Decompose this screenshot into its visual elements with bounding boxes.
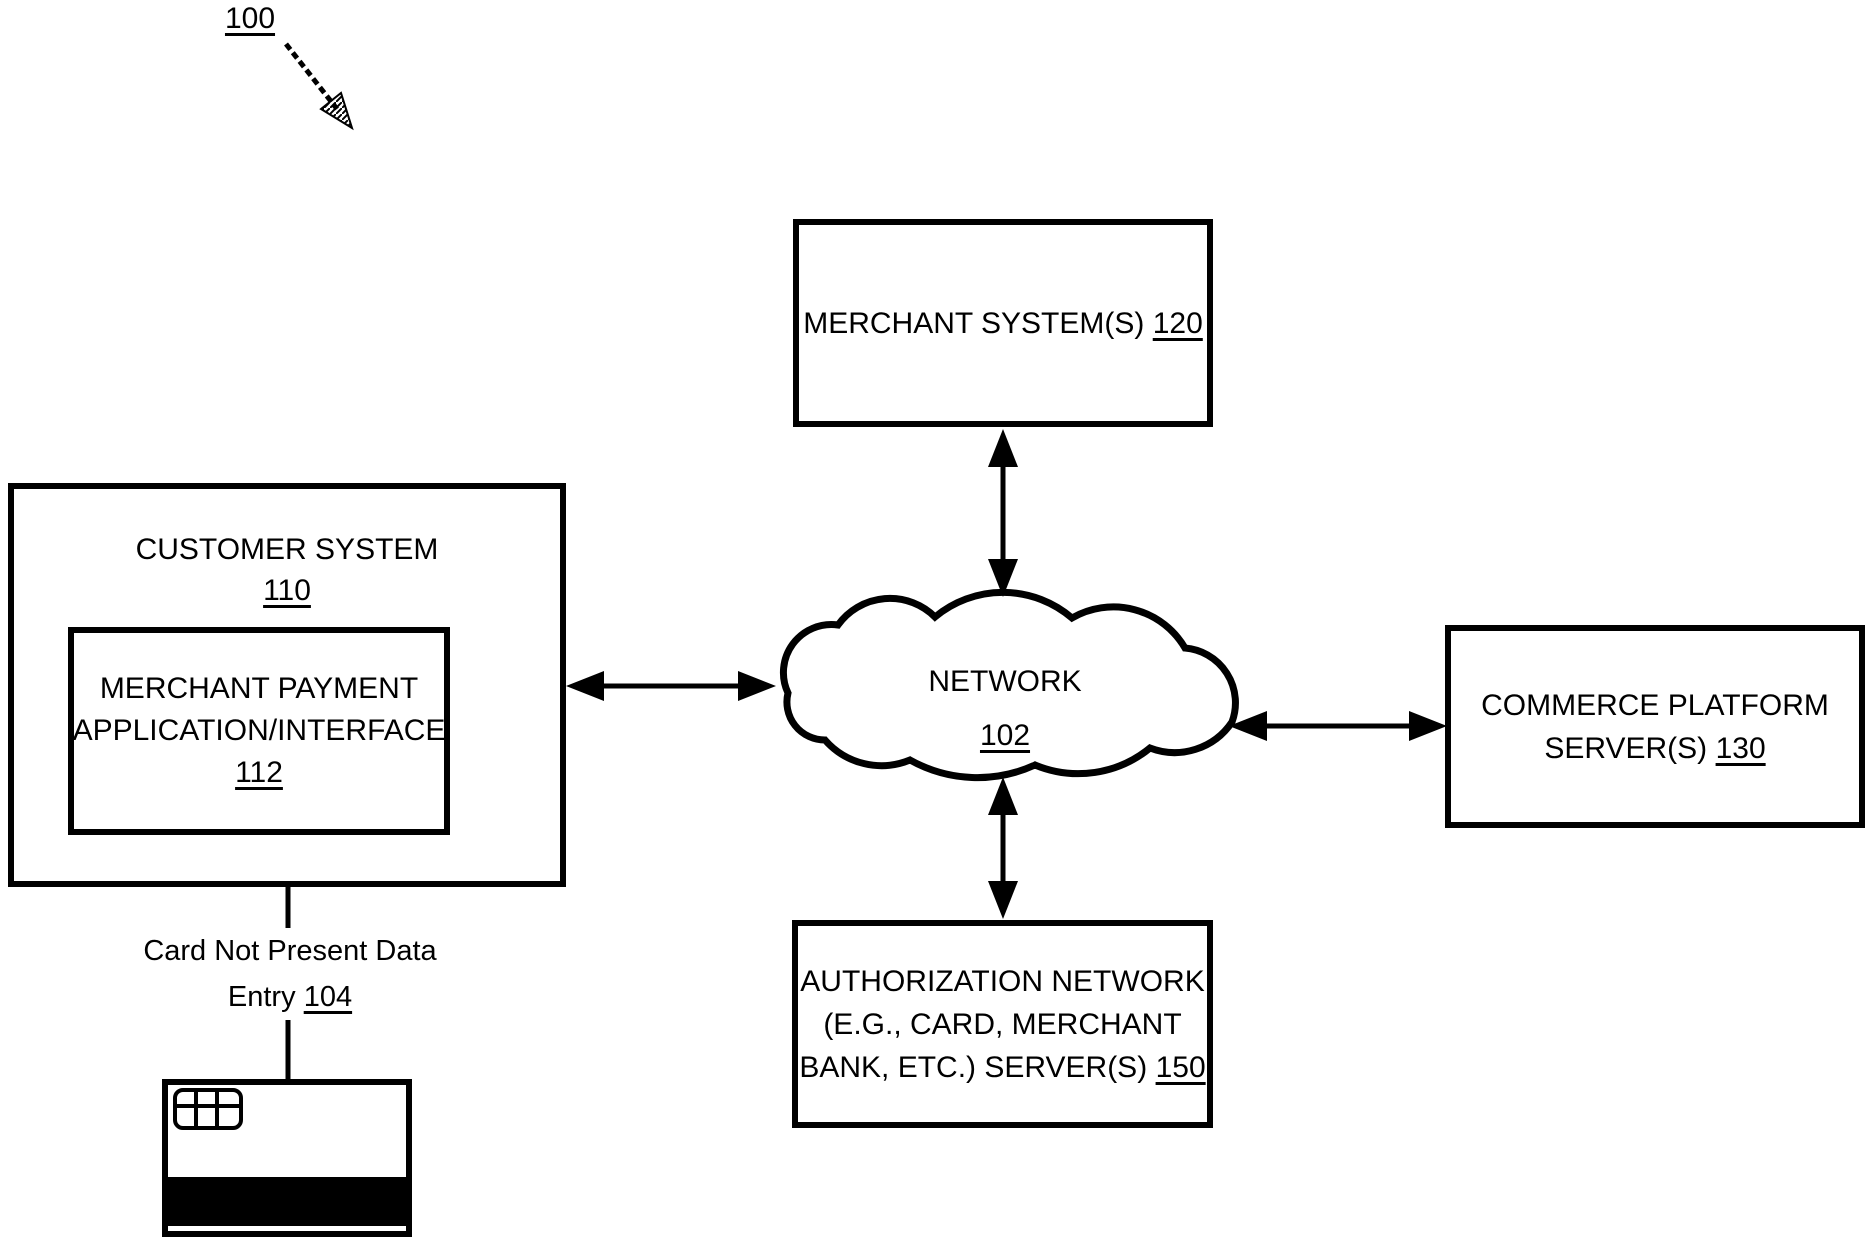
commerce-platform-label-line2: SERVER(S) <box>1544 731 1708 765</box>
figure-ref-number: 100 <box>224 2 276 35</box>
commerce-platform-ref: 130 <box>1715 731 1766 765</box>
merchant-system-label: MERCHANT SYSTEM(S) <box>803 306 1145 340</box>
customer-system-ref: 110 <box>263 574 311 607</box>
figure-ref-label: 100 <box>205 2 295 36</box>
payment-app-label-line2: APPLICATION/INTERFACE <box>72 714 446 747</box>
authorization-label-line1: AUTHORIZATION NETWORK <box>800 964 1205 998</box>
commerce-platform-label-line1: COMMERCE PLATFORM <box>1481 688 1829 722</box>
card-chip-icon <box>173 1088 243 1130</box>
authorization-ref: 150 <box>1155 1050 1206 1084</box>
card-chip-grid-line <box>194 1092 198 1126</box>
arrow-merchant-network <box>988 429 1018 597</box>
network-ref-wrap: 102 <box>880 719 1130 753</box>
card-magnetic-stripe <box>168 1177 406 1226</box>
payment-app-box: MERCHANT PAYMENT APPLICATION/INTERFACE 1… <box>68 627 450 835</box>
network-ref: 102 <box>979 719 1031 752</box>
card-label-line1: Card Not Present Data <box>143 935 437 967</box>
merchant-system-ref: 120 <box>1152 306 1203 340</box>
card-label-line2: Entry <box>227 981 296 1013</box>
authorization-label-line3: BANK, ETC.) SERVER(S) <box>799 1050 1148 1084</box>
payment-app-ref: 112 <box>235 756 283 789</box>
arrow-network-authorization <box>988 777 1018 919</box>
card-chip-grid-line <box>215 1092 219 1126</box>
authorization-network-box: AUTHORIZATION NETWORK (E.G., CARD, MERCH… <box>792 920 1213 1128</box>
arrow-customer-network <box>566 671 776 701</box>
merchant-system-box: MERCHANT SYSTEM(S)120 <box>793 219 1213 427</box>
authorization-label-line2: (E.G., CARD, MERCHANT <box>823 1007 1182 1041</box>
card-chip-grid-line <box>177 1104 239 1108</box>
card-label-ref: 104 <box>303 981 353 1013</box>
payment-app-label-line1: MERCHANT PAYMENT <box>99 672 419 705</box>
network-cloud <box>779 588 1239 782</box>
customer-system-box: CUSTOMER SYSTEM 110 MERCHANT PAYMENT APP… <box>8 483 566 887</box>
network-label: NETWORK <box>928 665 1082 698</box>
figure-ref-arrow <box>284 42 354 131</box>
arrow-network-commerce <box>1229 711 1447 741</box>
commerce-platform-box: COMMERCE PLATFORM SERVER(S)130 <box>1445 625 1865 828</box>
payment-card-icon <box>162 1079 412 1237</box>
customer-system-label: CUSTOMER SYSTEM <box>135 533 439 566</box>
